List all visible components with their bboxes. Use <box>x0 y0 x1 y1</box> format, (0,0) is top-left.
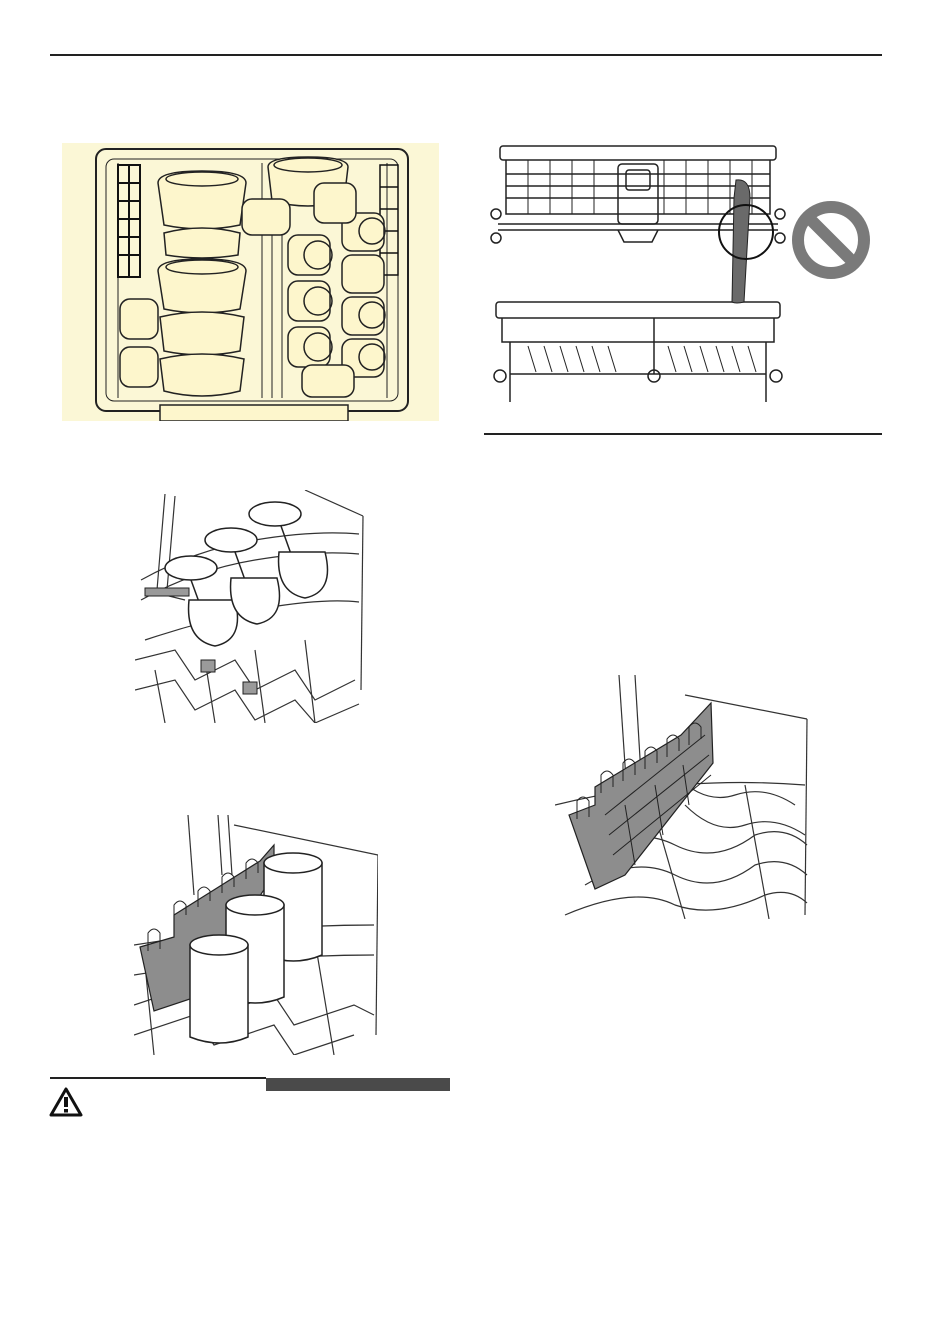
wine-glass-holder-diagram <box>135 490 365 723</box>
warning-icon <box>49 1087 83 1117</box>
upper-rack-loading-diagram <box>62 143 439 421</box>
prohibited-icon <box>792 201 870 279</box>
tall-glass-holder-diagram <box>134 815 378 1055</box>
caution-rule <box>50 1077 266 1079</box>
racks-side-view-diagram <box>488 138 788 402</box>
header-rule <box>50 54 882 56</box>
section-rule-right <box>484 433 882 435</box>
caution-header-bar <box>266 1078 450 1091</box>
folding-tine-diagram <box>555 675 810 919</box>
